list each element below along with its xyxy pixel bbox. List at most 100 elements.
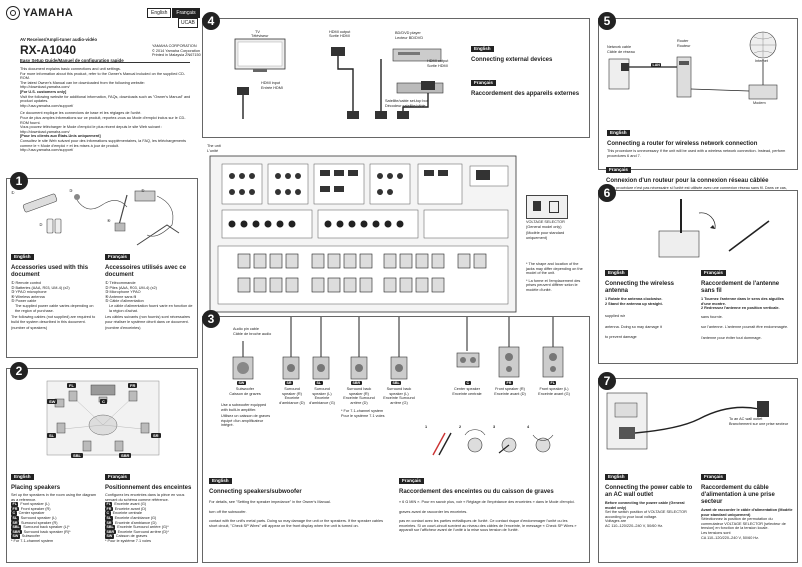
sw-label: Subwoofer Caisson de graves (229, 387, 261, 396)
diagram-tag-sw: SW (47, 399, 58, 404)
speaker-label: Enceinte d'ambiance (G) (114, 515, 157, 520)
section-1-title-en: Accessories used with this document (11, 265, 89, 278)
section-7-number: 7 (598, 372, 616, 390)
section-3-english: English Connecting speakers/subwoofer Fo… (209, 469, 391, 528)
step-3: 3 (493, 425, 496, 429)
section-6-number: 6 (598, 184, 616, 202)
support-url[interactable]: http://usa.yamaha.com/support/ (20, 103, 74, 108)
hdmi-input-label-fr: Entrée HDMI (261, 86, 283, 90)
wire-connection-steps (432, 429, 554, 456)
tv-label-fr: Téléviseur (251, 34, 269, 38)
voltage-selector-switch[interactable] (526, 195, 568, 219)
sr-label: Surround speaker (R) Enceinte d'ambiance… (279, 387, 305, 405)
diagram-tag-c: C (100, 399, 107, 404)
speaker-label: Caisson de graves (115, 534, 148, 539)
guide-title: Easy Setup Guide/Manuel de configuration… (20, 58, 124, 63)
support-url-fr[interactable]: http://usa.yamaha.com/support/ (20, 148, 74, 153)
section-1-french: Français Accessoires utilisés avec ce do… (105, 253, 193, 331)
speaker-tag: C (105, 511, 111, 516)
section-1-english: English Accessories used with this docum… (11, 245, 99, 331)
c-tag: C (465, 381, 471, 385)
speaker-tag: SBL (11, 525, 22, 530)
speaker-placement-diagram (46, 380, 160, 456)
sl-tag: SL (315, 381, 323, 385)
sbl-label: Surround back speaker (L) Enceinte Surro… (383, 387, 415, 405)
diagram-tag-fr: FR (128, 383, 138, 388)
section-1-accessories: ① ② ③ ④ ⑤ English Accessories used with … (6, 178, 198, 358)
marker-1: ① (11, 191, 15, 195)
ac-outlet-label: To an AC wall outlet Branchement sur une… (729, 417, 789, 426)
speaker-tag: SBL (105, 525, 116, 530)
stb-label: Satellite/cable set-top box (385, 99, 429, 103)
network-cable-label: Network cable Câble de réseau (607, 45, 635, 54)
section-7-french: Français Raccordement du câble d'aliment… (701, 473, 793, 540)
section-6-title-en: Connecting the wireless antenna (605, 281, 675, 294)
router-label: Router Routeur (677, 39, 691, 48)
marker-3: ③ (69, 189, 73, 193)
speaker-tag: SBR (11, 529, 22, 535)
rear-panel-illustration (209, 155, 517, 313)
tv-label: TV (255, 30, 260, 34)
voltage-selector-label: VOLTAGE SELECTOR (General model only) (M… (526, 220, 565, 240)
section-5-number: 5 (598, 12, 616, 30)
hdmi-output-label: HDMI output (329, 30, 351, 34)
section-7-power: To an AC wall outlet Branchement sur une… (598, 378, 798, 563)
diagram-tag-sl: SL (47, 433, 57, 438)
speaker-tag: SBR (105, 529, 116, 535)
section-3-speakers: Audio pin cable Câble de broche audio SW… (202, 316, 590, 563)
download-url[interactable]: http://download.yamaha.com/ (20, 85, 70, 90)
speaker-tag: SR (105, 520, 113, 526)
section-5-english: English Connecting a router for wireless… (607, 121, 793, 158)
speaker-label: Enceinte Surround arrière (G)* (117, 525, 169, 530)
section-2-title-fr: Positionnement des enceintes (105, 485, 192, 491)
speaker-tag: SW (105, 534, 114, 539)
sbl-tag: SBL (391, 381, 402, 385)
language-tabs: English Français (147, 8, 200, 18)
section-2-placing-speakers: FL C FR SW SL SR SBL SBR English Placing… (6, 368, 198, 563)
hdmi-input-label: HDMI input (261, 81, 280, 85)
sw-tag: SW (237, 381, 246, 385)
download-url-fr[interactable]: http://download.yamaha.com/ (20, 129, 70, 134)
speaker-tag: FL (105, 502, 113, 507)
speaker-tag: C (11, 511, 17, 516)
section-3-number: 3 (202, 310, 220, 328)
section-5-title-fr: Connexion d'un routeur pour la connexion… (606, 178, 769, 184)
speaker-tag: SL (11, 515, 19, 521)
step-4: 4 (527, 425, 530, 429)
jack-shape-note: * The shape and location of the jacks ma… (526, 262, 583, 292)
speaker-label: Front speaker (R) (20, 506, 51, 511)
section-4-external-devices: TV Téléviseur HDMI output Sortie HDMI BD… (202, 18, 590, 138)
speaker-tag: FR (105, 506, 113, 512)
power-cable-diagram (606, 392, 769, 450)
internet-label: Internet (755, 59, 768, 63)
corp-info: YAMAHA CORPORATION © 2014 Yamaha Corpora… (152, 44, 201, 58)
hdmi-output-label-fr: Sortie HDMI (329, 34, 350, 38)
section-4-title-en: Connecting external devices (471, 57, 553, 63)
section-1-title-fr: Accessoires utilisés avec ce document (105, 265, 187, 278)
section-4-number: 4 (202, 12, 220, 30)
diagram-tag-fl: FL (67, 383, 76, 388)
section-7-english: English Connecting the power cable to an… (605, 465, 695, 529)
marker-4: ④ (107, 219, 111, 223)
section-2-english: English Placing speakers Set up the spea… (11, 465, 101, 544)
section-3-title-en: Connecting speakers/subwoofer (209, 489, 302, 495)
fl-label: Front speaker (L) Enceinte avant (G) (538, 387, 570, 396)
intro-text: This document explains basic connections… (20, 67, 191, 153)
speaker-label: Center speaker (18, 511, 45, 516)
speaker-label: Enceinte avant (G) (114, 502, 147, 507)
lang-tab-french: Français (172, 8, 200, 18)
section-2-number: 2 (10, 362, 28, 380)
sw-note: Use a subwoofer equipped with built-in a… (221, 403, 271, 428)
seven-channel-note: * For 7.1-channel system Pour le système… (341, 409, 385, 418)
section-2-title-en: Placing speakers (11, 485, 61, 491)
